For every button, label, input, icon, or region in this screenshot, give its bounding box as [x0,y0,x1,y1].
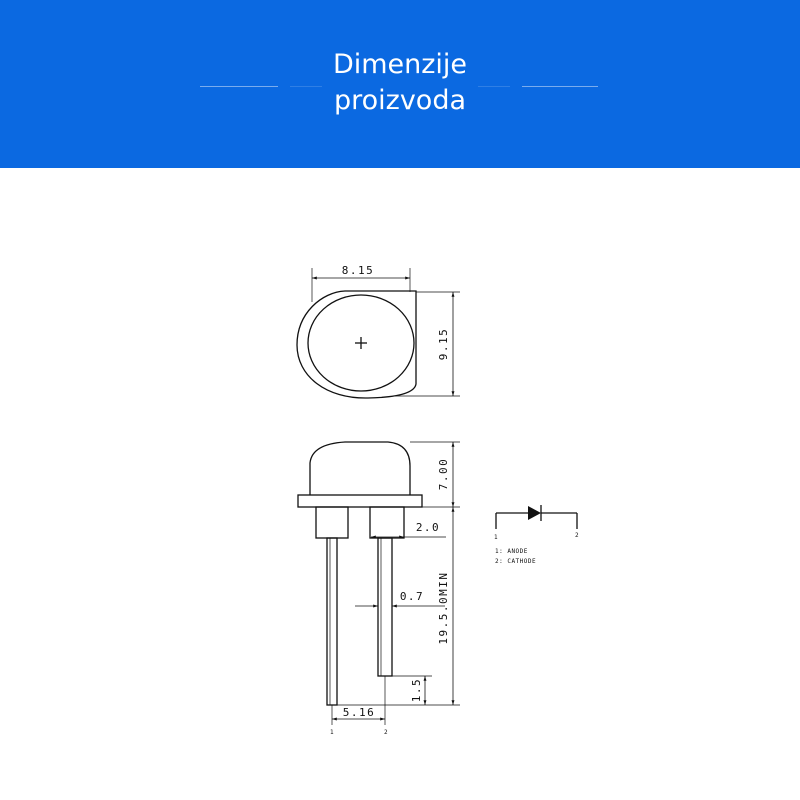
page-title: Dimenzije proizvoda [250,47,550,119]
side-view: 7.00 19.5.0MIN 2.0 0.7 1.5 5.16 1 2 [297,441,460,736]
stub-dimension-label: 2.0 [416,521,440,534]
schematic-pin-1-number: 1 [494,534,498,541]
header-banner: Dimenzije proizvoda [0,0,800,168]
top-view-lens-ellipse [307,294,415,392]
pin-2-number: 2 [384,729,388,736]
pin-1-lead [326,537,338,706]
pin-2-stub [369,506,405,539]
schematic-legend-cathode: 2: CATHODE [495,558,536,565]
header-decor-line-faint-right [478,86,510,87]
pin-spacing-dimension-label: 5.16 [343,706,376,719]
dimension-drawing: 8.15 9.15 7.00 19.5.0MIN [296,264,579,736]
width-dimension-label: 8.15 [342,264,375,277]
lead-offset-dimension-label: 1.5 [410,678,423,702]
page-title-line-1: Dimenzije [332,49,468,80]
diode-schematic: 1 2 1: ANODE 2: CATHODE [494,505,579,565]
header-decor-line-faint-left [290,86,322,87]
page-title-line-2: proizvoda [333,85,467,116]
pin-1-number: 1 [330,729,334,736]
schematic-pin-2-number: 2 [575,532,579,539]
schematic-legend-anode: 1: ANODE [495,548,528,555]
lens-dome [309,441,411,495]
height-dimension-label: 9.15 [437,328,450,361]
lead-length-dimension-label: 19.5.0MIN [437,571,450,644]
lens-flange [297,494,423,508]
header-decor-line-left [200,86,278,87]
lens-height-dimension-label: 7.00 [437,458,450,491]
pin-2-lead [377,537,393,677]
header-decor-line-right [522,86,598,87]
pin-width-dimension-label: 0.7 [400,590,424,603]
pin-1-stub [315,506,349,539]
top-view: 8.15 9.15 [296,264,460,399]
top-view-outer-outline [296,290,417,399]
diode-triangle-icon [528,506,541,520]
